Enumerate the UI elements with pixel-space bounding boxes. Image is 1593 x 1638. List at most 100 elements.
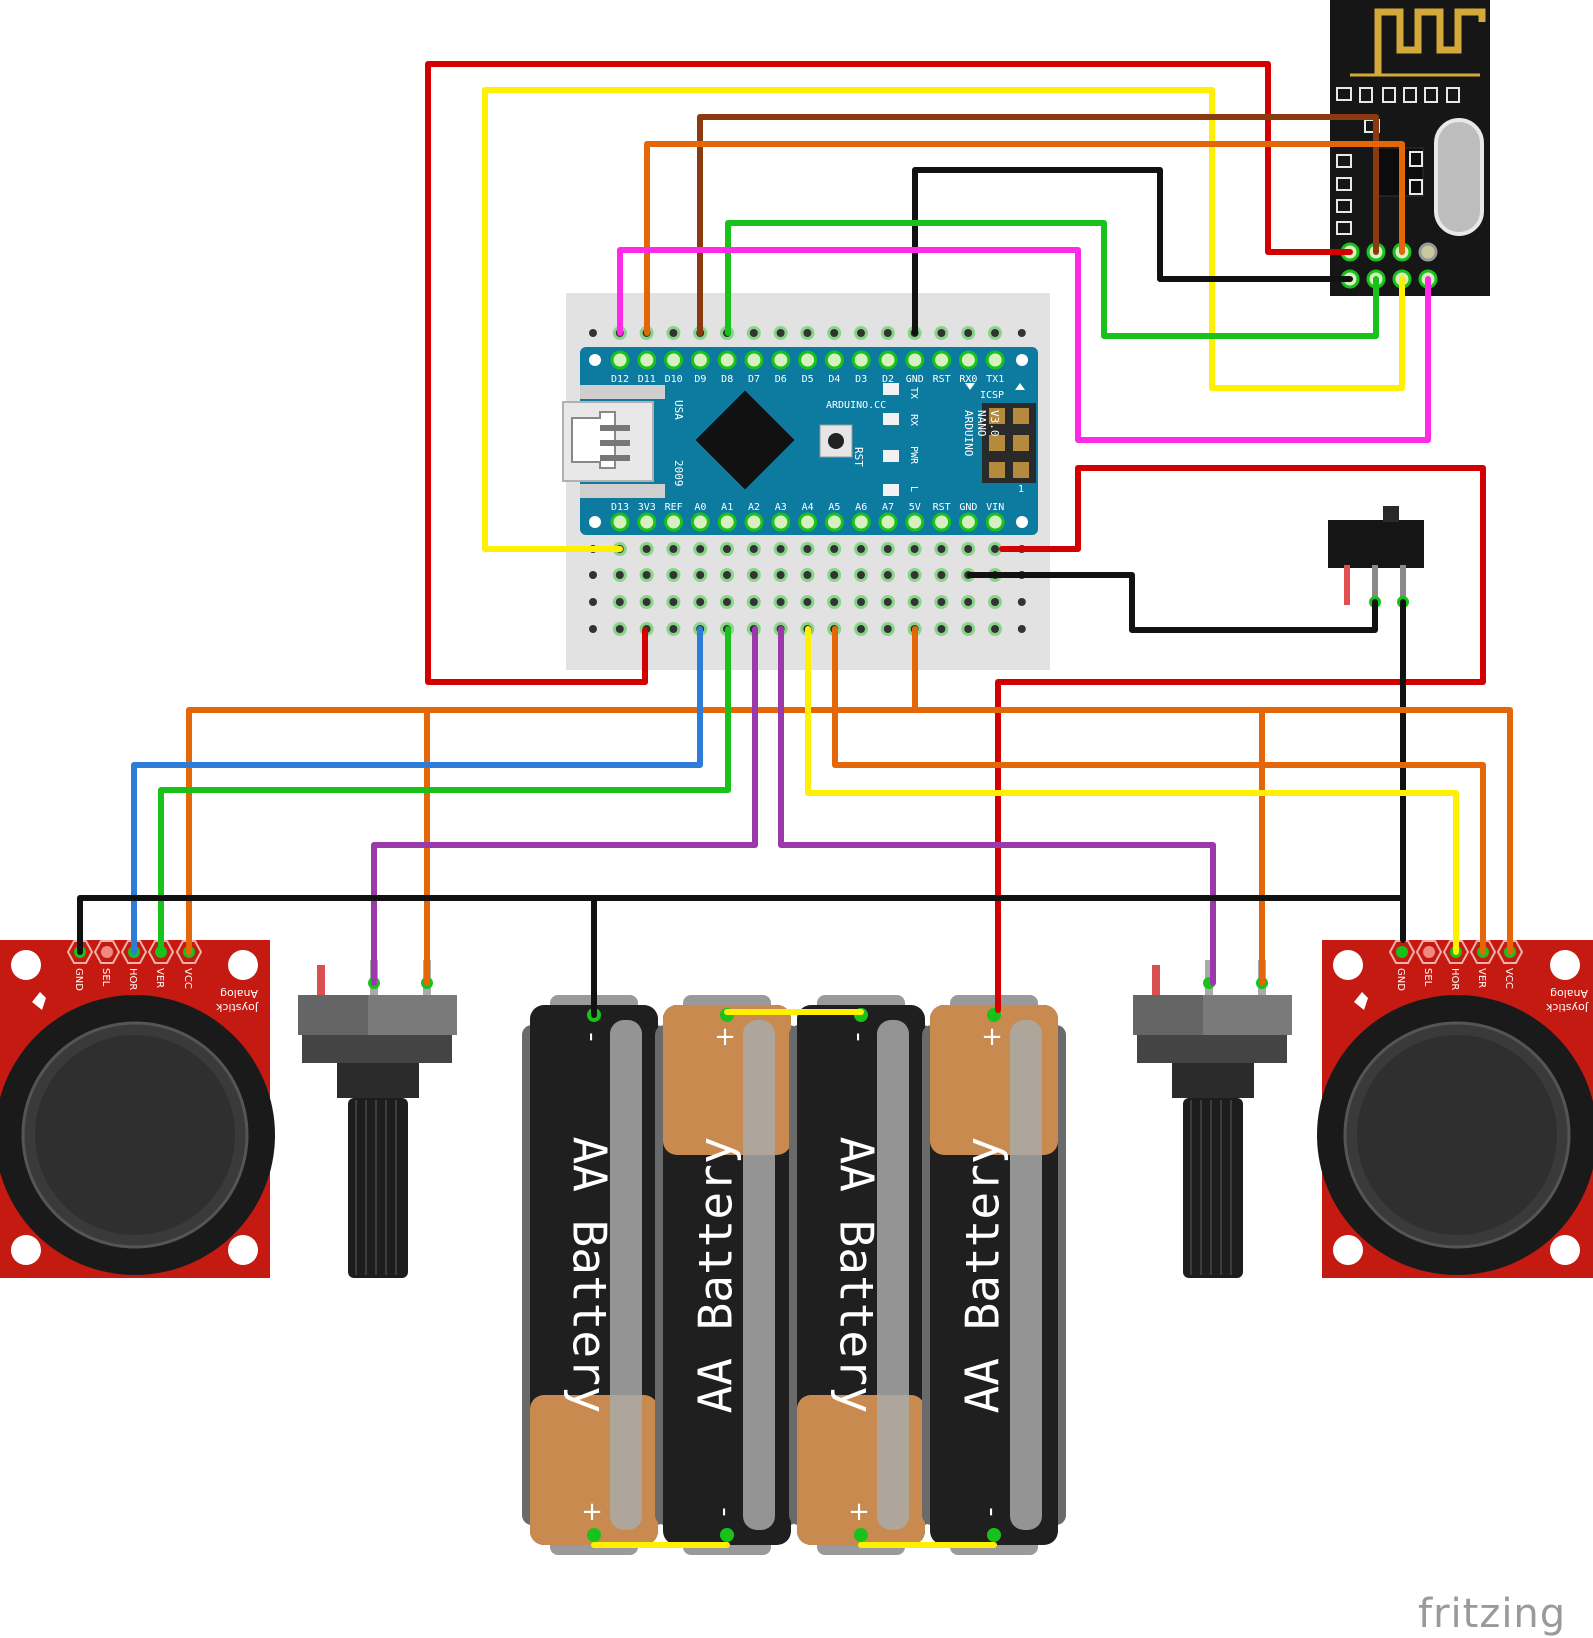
breadboard-hole bbox=[991, 329, 999, 337]
nano-bottom-pin-label: A1 bbox=[721, 502, 733, 513]
nano-top-pin-label: D10 bbox=[665, 374, 683, 385]
breadboard-hole bbox=[937, 598, 946, 606]
joystick-pin-label: VER bbox=[154, 968, 165, 988]
battery-label: AA Battery bbox=[830, 1137, 884, 1414]
aa-battery-pack: AA Battery+-AA Battery+-AA Battery+-AA B… bbox=[522, 995, 1066, 1555]
wire-red-radio-vcc bbox=[425, 61, 1353, 685]
nano-bottom-pin bbox=[905, 512, 925, 532]
battery-terminal bbox=[587, 1528, 601, 1542]
nano-top-pin bbox=[798, 350, 818, 370]
smd-components bbox=[1336, 87, 1460, 235]
usb-connector bbox=[562, 385, 665, 498]
breadboard-hole bbox=[803, 598, 812, 606]
icsp-pin bbox=[1013, 435, 1029, 451]
nano-bottom-pin-label: A0 bbox=[694, 502, 706, 513]
led-label-l: L bbox=[908, 486, 919, 492]
joystick-pin-label: GND bbox=[1395, 968, 1406, 991]
breadboard-hole bbox=[910, 598, 919, 606]
nano-bottom-pin-label: A3 bbox=[775, 502, 787, 513]
breadboard-hole bbox=[589, 598, 597, 606]
wire-orange-vcc-right bbox=[912, 707, 1513, 955]
nano-bottom-pin bbox=[637, 512, 657, 532]
reset-button bbox=[819, 424, 853, 458]
breadboard-hole bbox=[723, 545, 731, 553]
breadboard-hole bbox=[642, 571, 651, 579]
icsp-header bbox=[982, 403, 1036, 483]
nano-bottom-pin-label: D13 bbox=[611, 502, 629, 513]
breadboard-hole bbox=[883, 329, 892, 337]
nano-top-pin-label: D9 bbox=[694, 374, 706, 385]
breadboard-hole bbox=[857, 571, 865, 579]
breadboard-hole bbox=[883, 598, 892, 606]
nano-bottom-pin bbox=[690, 512, 710, 532]
nano-top-pin-label: D8 bbox=[721, 374, 733, 385]
nano-top-pin-label: D4 bbox=[828, 374, 840, 385]
breadboard-hole bbox=[803, 329, 812, 337]
mount-hole bbox=[1016, 516, 1028, 528]
breadboard-hole bbox=[615, 598, 624, 606]
breadboard-hole bbox=[1017, 598, 1026, 606]
flame-logo-icon bbox=[1354, 992, 1368, 1010]
joystick-pin-label: HOR bbox=[127, 968, 138, 990]
battery-minus-sign: - bbox=[710, 1507, 740, 1516]
pcb-antenna-icon bbox=[1374, 8, 1486, 75]
breadboard-hole bbox=[1017, 625, 1026, 633]
breadboard-hole bbox=[964, 625, 973, 633]
nano-top-pin-label: TX1 bbox=[986, 374, 1004, 385]
wire-black-switch bbox=[967, 572, 1378, 633]
wire-purple-pot-right bbox=[778, 626, 1216, 986]
nano-top-pin-label: D3 bbox=[855, 374, 867, 385]
breadboard-hole bbox=[910, 571, 919, 579]
nano-top-pin-label: D2 bbox=[882, 374, 894, 385]
wire-black-gnd-bus bbox=[77, 895, 1406, 955]
origin-year-label: 2009 bbox=[672, 460, 685, 487]
nano-bottom-pin bbox=[771, 512, 791, 532]
battery-highlight bbox=[743, 1020, 775, 1530]
breadboard-hole bbox=[589, 571, 597, 579]
nano-top-pin-label: RST bbox=[933, 374, 951, 385]
nano-bottom-pin bbox=[958, 512, 978, 532]
breadboard-hole bbox=[615, 571, 624, 579]
nano-bottom-pin-label: GND bbox=[959, 502, 977, 513]
breadboard-hole bbox=[803, 545, 812, 553]
breadboard-hole bbox=[589, 625, 597, 633]
battery-minus-sign: - bbox=[577, 1032, 607, 1041]
breadboard-hole bbox=[964, 329, 973, 337]
aa-battery-2: AA Battery+- bbox=[655, 995, 799, 1555]
breadboard-hole bbox=[696, 571, 705, 579]
nano-top-pin-label: D11 bbox=[638, 374, 656, 385]
nano-top-pin bbox=[771, 350, 791, 370]
nano-top-pin bbox=[637, 350, 657, 370]
nano-bottom-pin-label: A7 bbox=[882, 502, 894, 513]
breadboard-hole bbox=[991, 598, 999, 606]
breadboard-hole bbox=[830, 598, 839, 606]
breadboard-hole bbox=[669, 545, 678, 553]
nano-top-pin-label: RX0 bbox=[959, 374, 977, 385]
fritzing-watermark: fritzing bbox=[1418, 1591, 1566, 1637]
breadboard-hole bbox=[991, 545, 999, 553]
breadboard-holes bbox=[589, 326, 1026, 636]
battery-plus-sign: + bbox=[581, 1497, 603, 1527]
breadboard-hole bbox=[642, 545, 651, 553]
breadboard-hole bbox=[696, 598, 705, 606]
status-leds bbox=[883, 383, 899, 496]
mount-hole bbox=[589, 516, 601, 528]
nano-bottom-pin bbox=[798, 512, 818, 532]
joystick-pin-pad bbox=[175, 940, 203, 964]
tx-arrow-icon bbox=[965, 383, 975, 390]
breadboard-hole bbox=[589, 329, 597, 337]
wire-orange-radio bbox=[644, 141, 1405, 336]
origin-usa-label: USA bbox=[672, 400, 685, 420]
nano-bottom-pin bbox=[932, 512, 952, 532]
potentiometer-right bbox=[1133, 960, 1292, 1278]
rx-arrow-icon bbox=[1015, 383, 1025, 390]
nano-bottom-pin bbox=[744, 512, 764, 532]
joystick-pin-pad bbox=[66, 940, 94, 964]
joystick-pin-pad bbox=[120, 940, 148, 964]
wire-green-radio bbox=[725, 220, 1379, 339]
breadboard-hole bbox=[696, 545, 705, 553]
model-label: ARDUINO NANO V3.0 bbox=[962, 410, 1001, 456]
